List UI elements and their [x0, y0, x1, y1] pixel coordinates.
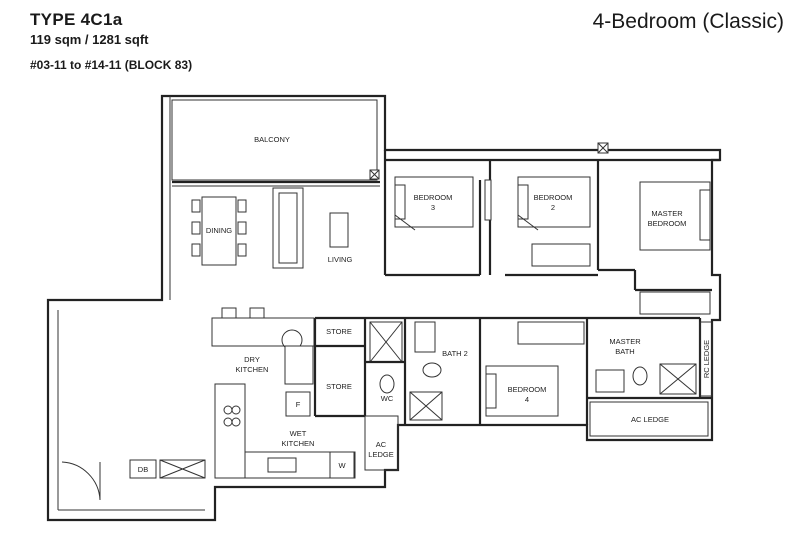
- room-label-master-bedroom-l2: BEDROOM: [648, 219, 687, 228]
- room-label-balcony: BALCONY: [254, 135, 290, 144]
- fridge-label: F: [296, 400, 301, 409]
- room-label-dining: DINING: [206, 226, 232, 235]
- room-label-ac-ledge-left-l2: LEDGE: [368, 450, 393, 459]
- room-label-bedroom2-l1: BEDROOM: [534, 193, 573, 202]
- washer-label: W: [338, 461, 346, 470]
- living-area: LIVING: [272, 187, 353, 269]
- unit-numbers: #03-11 to #14-11 (BLOCK 83): [30, 58, 193, 72]
- room-label-wc: WC: [381, 394, 394, 403]
- unit-area: 119 sqm / 1281 sqft: [30, 32, 149, 47]
- room-label-dry-kitchen-l2: KITCHEN: [236, 365, 269, 374]
- room-label-bedroom3-l2: 3: [431, 203, 435, 212]
- room-label-master-bath-l2: BATH: [615, 347, 634, 356]
- ac-ledge-left: AC LEDGE: [364, 415, 399, 471]
- outer-walls: [46, 94, 722, 522]
- room-label-ac-ledge-left-l1: AC: [376, 440, 387, 449]
- room-label-store2: STORE: [326, 382, 352, 391]
- room-label-bedroom2-l2: 2: [551, 203, 555, 212]
- room-label-wet-kitchen-l2: KITCHEN: [282, 439, 315, 448]
- balcony-area: BALCONY: [171, 99, 380, 187]
- master-bath-area: MASTER BATH: [587, 316, 712, 400]
- room-label-rc-ledge: RC LEDGE: [702, 340, 711, 378]
- bath2-wc-area: WC BATH 2: [365, 318, 482, 425]
- room-label-living: LIVING: [328, 255, 353, 264]
- room-label-bath2: BATH 2: [442, 349, 468, 358]
- bedroom-type-title: 4-Bedroom (Classic): [592, 10, 784, 33]
- room-label-master-bath-l1: MASTER: [609, 337, 641, 346]
- kitchen-area: STORE STORE DRY KITCHEN F W WET KITCHEN …: [61, 307, 480, 501]
- room-label-dry-kitchen-l1: DRY: [244, 355, 260, 364]
- room-label-bedroom4-l1: BEDROOM: [508, 385, 547, 394]
- room-label-bedroom4-l2: 4: [525, 395, 529, 404]
- unit-type-title: TYPE 4C1a: [30, 10, 123, 29]
- bedroom4-area: BEDROOM 4: [480, 316, 589, 425]
- room-label-store1: STORE: [326, 327, 352, 336]
- room-label-bedroom3-l1: BEDROOM: [414, 193, 453, 202]
- dining-area: DINING: [191, 196, 247, 266]
- room-label-wet-kitchen-l1: WET: [290, 429, 307, 438]
- room-label-master-bedroom-l1: MASTER: [651, 209, 683, 218]
- ledges-right: RC LEDGE AC LEDGE: [589, 321, 713, 437]
- room-label-ac-ledge-right: AC LEDGE: [631, 415, 669, 424]
- bedrooms-top: BEDROOM 3 BEDROOM 2 MASTER BEDROOM: [383, 142, 720, 315]
- room-label-db: DB: [138, 465, 148, 474]
